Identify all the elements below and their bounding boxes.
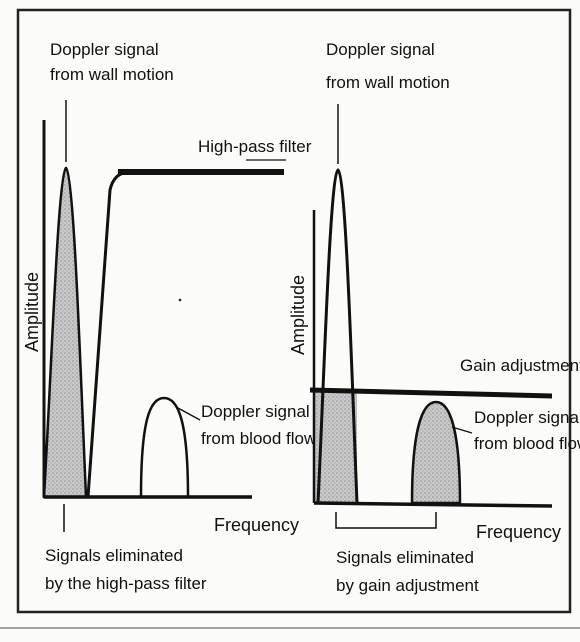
- left-y-axis-label: Amplitude: [22, 272, 42, 352]
- left-peak-label-line2: from wall motion: [50, 65, 174, 84]
- left-wall-motion-peak: [42, 166, 88, 499]
- right-peak-label-line1: Doppler signal: [326, 40, 435, 59]
- left-panel: Doppler signal from wall motion High-pas…: [22, 40, 317, 593]
- left-blood-flow-pointer: [177, 407, 201, 421]
- right-eliminated-wall-region: [314, 392, 357, 503]
- right-x-axis-label: Frequency: [476, 522, 561, 542]
- left-peak-label-line1: Doppler signal: [50, 40, 159, 59]
- figure-frame: [16, 8, 572, 614]
- gain-adjustment-line: [309, 387, 553, 399]
- speck: [178, 298, 182, 302]
- left-x-axis-label: Frequency: [214, 515, 299, 535]
- right-blood-flow-label-line2: from blood flow: [474, 434, 580, 453]
- right-blood-flow-dome: [410, 400, 462, 505]
- left-blood-flow-label-line2: from blood flow: [201, 429, 317, 448]
- right-blood-flow-pointer: [451, 426, 473, 434]
- right-peak-label-line2: from wall motion: [326, 73, 450, 92]
- left-eliminated-label-line2: by the high-pass filter: [45, 574, 207, 593]
- left-blood-flow-label-line1: Doppler signal: [201, 402, 310, 421]
- right-blood-flow-label-line1: Doppler signal: [474, 408, 580, 427]
- right-panel: Doppler signal from wall motion Amplitud…: [288, 40, 580, 595]
- right-eliminated-label-line2: by gain adjustment: [336, 576, 479, 595]
- left-eliminated-label-line1: Signals eliminated: [45, 546, 183, 565]
- high-pass-filter-label: High-pass filter: [198, 137, 312, 156]
- left-blood-flow-dome: [139, 396, 190, 498]
- gain-adjustment-label: Gain adjustment: [460, 356, 580, 375]
- right-eliminated-label-line1: Signals eliminated: [336, 548, 474, 567]
- right-wall-motion-peak: [316, 168, 359, 504]
- right-x-axis: [313, 501, 553, 508]
- right-eliminated-bracket: [335, 512, 437, 529]
- right-y-axis-label: Amplitude: [288, 275, 308, 355]
